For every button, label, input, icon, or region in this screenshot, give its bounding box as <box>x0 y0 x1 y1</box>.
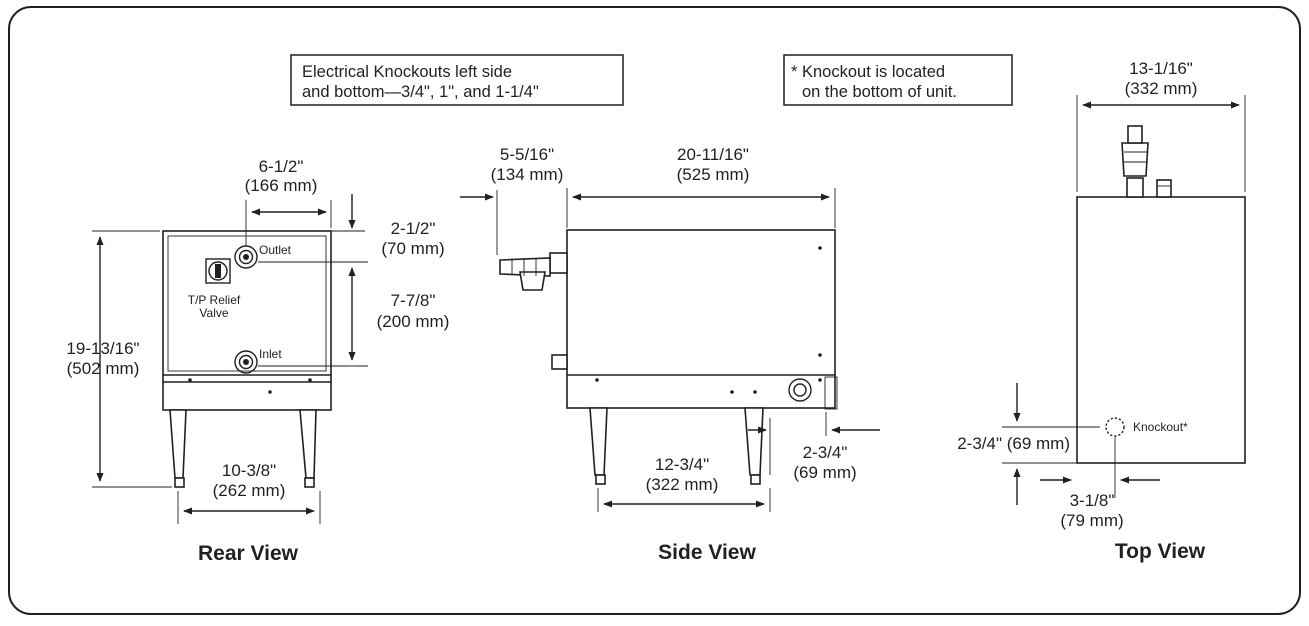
side-depth-inches: 20-11/16" <box>677 145 749 164</box>
side-rear-mm: (69 mm) <box>793 463 856 482</box>
top-width-mm: (332 mm) <box>1125 79 1198 98</box>
side-legs-inches: 12-3/4" <box>655 455 709 474</box>
side-legs-mm: (322 mm) <box>646 475 719 494</box>
knockout-location-line-1: * Knockout is located <box>791 63 945 81</box>
side-depth-mm: (525 mm) <box>677 165 750 184</box>
rear-legs-inches: 10-3/8" <box>222 461 276 480</box>
top-view-title: Top View <box>1115 540 1206 563</box>
side-valve-inches: 5-5/16" <box>500 145 554 164</box>
knockouts-note-line-1: Electrical Knockouts left side <box>302 63 512 81</box>
rear-spacing-inches: 7-7/8" <box>391 291 436 310</box>
top-knockout-x-inches: 3-1/8" <box>1070 491 1115 510</box>
knockouts-note: Electrical Knockouts left side and botto… <box>290 54 624 106</box>
rear-view-title: Rear View <box>198 542 299 565</box>
knockout-location-note: * Knockout is located on the bottom of u… <box>783 54 1013 106</box>
rear-width-mm: (166 mm) <box>245 176 318 195</box>
rear-legs-mm: (262 mm) <box>213 481 286 500</box>
knockouts-note-line-2: and bottom—3/4", 1", and 1-1/4" <box>302 83 539 101</box>
top-view: Knockout* 13-1/16" (332 mm) 2-3/4" (69 m… <box>957 59 1246 563</box>
top-knockout-label: Knockout* <box>1133 420 1188 434</box>
side-valve-mm: (134 mm) <box>491 165 564 184</box>
knockout-location-line-2: on the bottom of unit. <box>802 83 957 101</box>
rear-valve-label-2: Valve <box>199 306 228 320</box>
top-knockout-y: 2-3/4" (69 mm) <box>957 434 1070 453</box>
top-width-inches: 13-1/16" <box>1129 59 1193 78</box>
rear-inlet-label: Inlet <box>259 347 282 361</box>
rear-height-mm: (502 mm) <box>67 359 140 378</box>
rear-top-mm: (70 mm) <box>381 239 444 258</box>
rear-top-inches: 2-1/2" <box>391 219 436 238</box>
rear-spacing-mm: (200 mm) <box>377 312 450 331</box>
rear-outlet-label: Outlet <box>259 243 292 257</box>
rear-view: Outlet Inlet T/P Relief Valve 6-1/2" (16… <box>66 157 449 565</box>
side-view-title: Side View <box>658 541 756 564</box>
top-knockout-x-mm: (79 mm) <box>1060 511 1123 530</box>
side-view: 5-5/16" (134 mm) 20-11/16" (525 mm) 12-3… <box>460 145 880 564</box>
rear-valve-label-1: T/P Relief <box>188 293 241 307</box>
side-rear-inches: 2-3/4" <box>803 443 848 462</box>
rear-width-inches: 6-1/2" <box>259 157 304 176</box>
rear-height-inches: 19-13/16" <box>66 339 139 358</box>
